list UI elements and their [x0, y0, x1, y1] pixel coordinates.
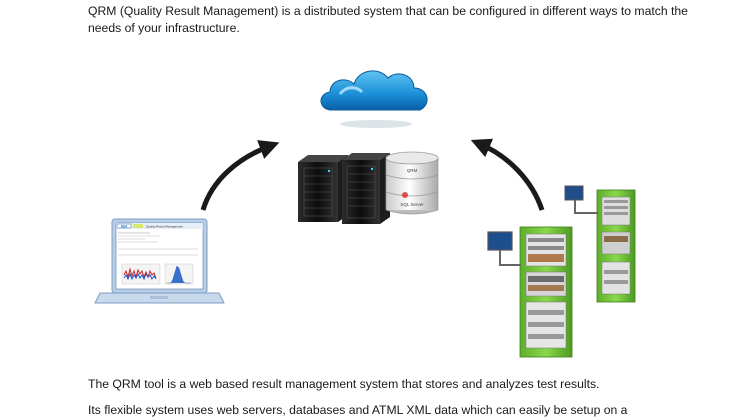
arrow-racks-to-cloud [470, 138, 545, 211]
server-icon [298, 155, 348, 222]
database-bottom-label: SQL Server [400, 202, 424, 207]
laptop-app-header: Quality Result Management [146, 224, 183, 228]
database-icon: QRM SQL Server [385, 151, 439, 215]
description-paragraph: The QRM tool is a web based result manag… [88, 377, 600, 391]
server-icon [342, 153, 390, 224]
test-rack-icon [487, 226, 573, 358]
database-top-label: QRM [407, 168, 418, 173]
monitor-icon [564, 185, 584, 201]
laptop-logo-text: Add [121, 224, 128, 228]
cloud-icon [320, 70, 428, 128]
description-paragraph: Its flexible system uses web servers, da… [88, 403, 628, 417]
laptop-icon: Add Quality Result Management [94, 218, 225, 304]
intro-paragraph: QRM (Quality Result Management) is a dis… [88, 4, 688, 35]
sql-server-logo-icon [402, 192, 408, 198]
monitor-icon [487, 231, 513, 251]
test-rack-icon [564, 185, 636, 303]
arrow-laptop-to-cloud [200, 140, 280, 211]
